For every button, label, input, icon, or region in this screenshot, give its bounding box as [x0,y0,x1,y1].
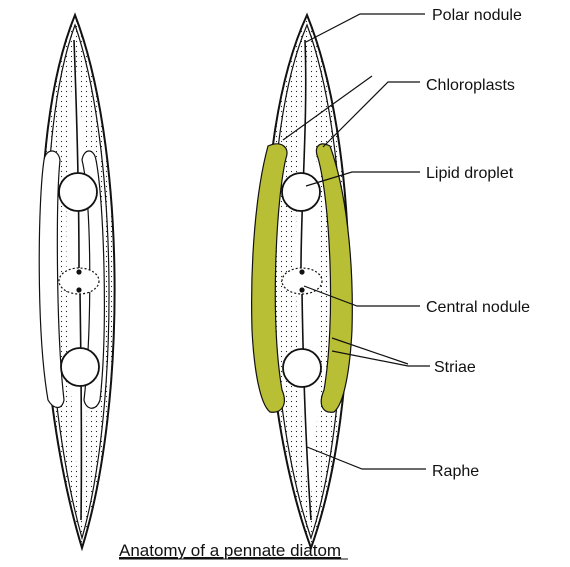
right-lipid-droplet-lower [283,349,321,387]
label-raphe: Raphe [432,463,479,480]
left-diatom [25,15,135,555]
label-central-nodule: Central nodule [426,299,530,316]
left-nodule-dot-lower [76,287,81,292]
label-chloroplasts: Chloroplasts [426,77,515,94]
left-lipid-droplet-lower [61,348,99,386]
right-nodule-dot-lower [299,287,304,292]
diagram-title: Anatomy of a pennate diatom [119,541,341,560]
left-lipid-droplet-upper [59,173,97,211]
labels: Polar nodule Chloroplasts Lipid droplet … [426,7,530,480]
right-diatom [250,15,370,555]
label-striae: Striae [434,359,476,376]
right-nodule-dot-upper [299,269,304,274]
right-lipid-droplet-upper [282,173,320,211]
leader-polar-nodule [306,14,425,42]
label-polar-nodule: Polar nodule [432,7,522,24]
left-nodule-dot-upper [76,269,81,274]
label-lipid-droplet: Lipid droplet [426,165,514,182]
